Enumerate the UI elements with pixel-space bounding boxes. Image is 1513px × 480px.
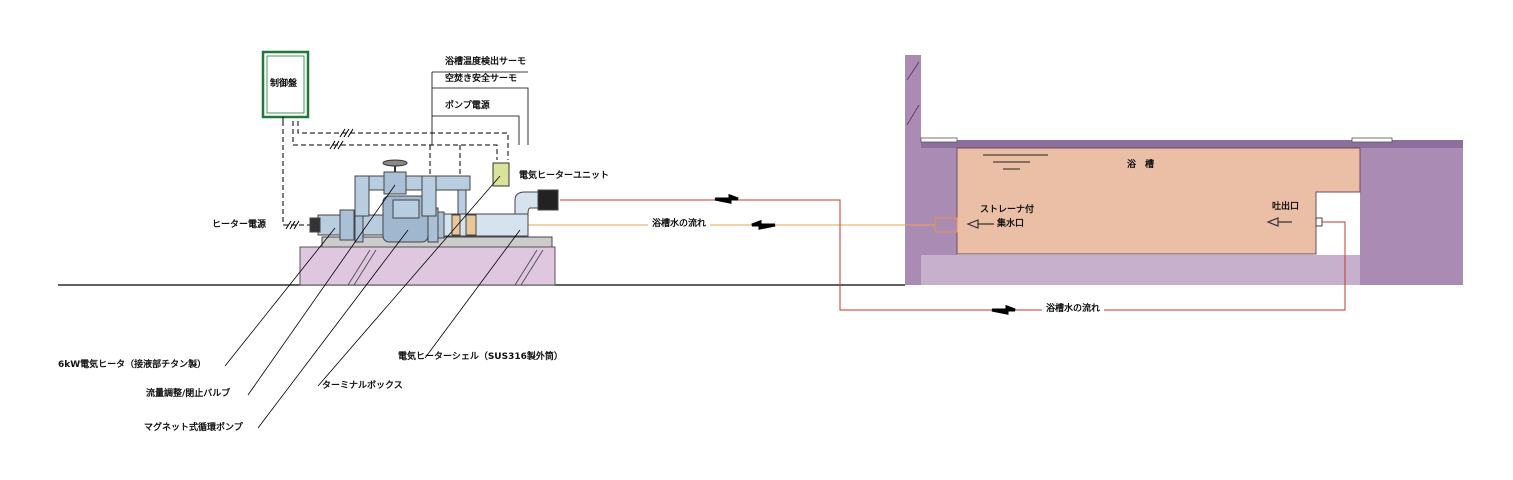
control-panel (261, 50, 310, 121)
flow-arrow-3 (991, 304, 1016, 315)
strainer-label-line1: ストレーナ付 (980, 205, 1035, 215)
terminal-box-label: ターミナルボックス (322, 381, 403, 391)
flow-label-left: 浴槽水の流れ (648, 219, 711, 230)
pump-label: マグネット式循環ポンプ (144, 423, 243, 433)
heater-power-label: ヒーター電源 (212, 220, 267, 230)
heater-6kw-label: 6kW電気ヒータ（接液部チタン製） (58, 360, 207, 370)
bath-left-wall (905, 55, 921, 285)
outlet-label: 吐出口 (1272, 202, 1300, 212)
control-panel-label: 制御盤 (270, 79, 298, 89)
bath-ground-right (1360, 140, 1463, 285)
flow-arrow-1 (714, 193, 739, 204)
wiring (282, 121, 509, 226)
dry-fire-thermo-label: 空焚き安全サーモ (445, 74, 518, 84)
pump-power-label: ポンプ電源 (445, 101, 490, 111)
valve-label: 流量調整/閉止バルブ (146, 389, 231, 399)
equipment-base (299, 236, 556, 286)
outlet-fitting (1315, 217, 1323, 227)
top-leaders (431, 71, 529, 145)
flow-label-bottom: 浴槽水の流れ (1042, 304, 1105, 315)
bathtub-label: 浴 槽 (1127, 160, 1155, 170)
bath-water (956, 147, 1361, 255)
outlet-arrow (1266, 217, 1292, 227)
heater-unit-label: 電気ヒーターユニット (519, 171, 610, 181)
bath-temp-thermo-label: 浴槽温度検出サーモ (445, 57, 527, 67)
heater-unit-box (492, 162, 510, 187)
strainer-label-line2: 集水口 (997, 219, 1025, 229)
inlet-arrow (966, 219, 994, 229)
bath-structure (905, 55, 1463, 285)
bottom-leaders (224, 175, 521, 429)
heater-shell-label: 電気ヒーターシェル（SUS316製外筒） (398, 352, 563, 362)
flow-arrow-2 (751, 219, 776, 230)
